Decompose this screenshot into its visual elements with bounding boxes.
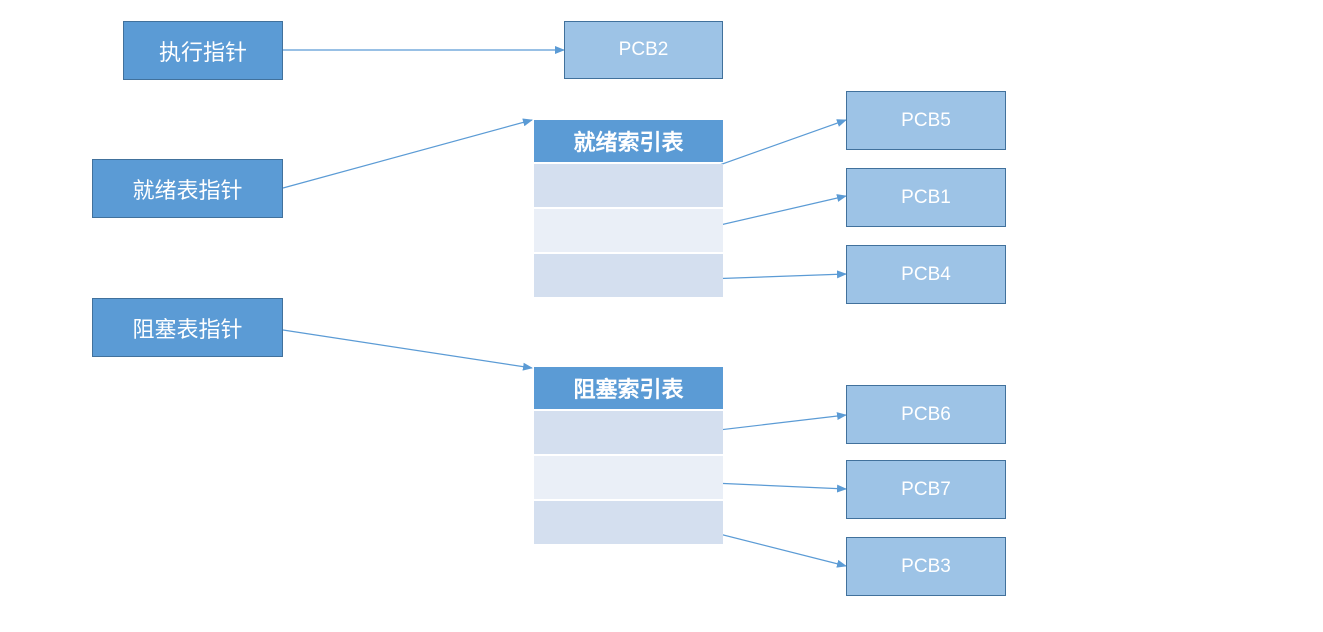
- blocked-table-row: [534, 456, 723, 499]
- pcb-running-label: PCB2: [618, 39, 669, 60]
- blocked-table-row: [534, 501, 723, 544]
- ready-table-row: [534, 209, 723, 252]
- pcb-blocked-label: PCB6: [901, 403, 951, 425]
- running-pointer-label: 执行指针: [158, 40, 247, 66]
- ready-pointer-label: 就绪表指针: [132, 178, 243, 204]
- pcb-blocked-box: PCB6: [846, 385, 1006, 444]
- running-pointer-box: 执行指针: [123, 21, 283, 80]
- pcb-ready-box: PCB5: [846, 91, 1006, 150]
- pcb-running-box: PCB2: [564, 21, 723, 79]
- blocked-pointer-label: 阻塞表指针: [132, 317, 243, 343]
- blocked-table-header: 阻塞索引表: [534, 367, 723, 409]
- pcb-blocked-label: PCB3: [901, 555, 951, 577]
- pcb-ready-label: PCB1: [901, 186, 951, 208]
- pcb-ready-box: PCB4: [846, 245, 1006, 304]
- arrow-blocked-pointer-to-table: [282, 329, 533, 371]
- pcb-blocked-label: PCB7: [901, 478, 951, 500]
- arrow-ready-pointer-to-table: [282, 118, 533, 189]
- pcb-ready-label: PCB5: [901, 109, 951, 131]
- blocked-pointer-box: 阻塞表指针: [92, 298, 283, 357]
- ready-table-row: [534, 254, 723, 297]
- blocked-table-row: [534, 411, 723, 454]
- blocked-table-title: 阻塞索引表: [573, 378, 684, 403]
- ready-table-title: 就绪索引表: [573, 131, 684, 156]
- pcb-blocked-box: PCB7: [846, 460, 1006, 519]
- pcb-ready-box: PCB1: [846, 168, 1006, 227]
- pcb-blocked-box: PCB3: [846, 537, 1006, 596]
- ready-pointer-box: 就绪表指针: [92, 159, 283, 218]
- pcb-ready-label: PCB4: [901, 263, 951, 285]
- ready-table-header: 就绪索引表: [534, 120, 723, 162]
- ready-table-row: [534, 164, 723, 207]
